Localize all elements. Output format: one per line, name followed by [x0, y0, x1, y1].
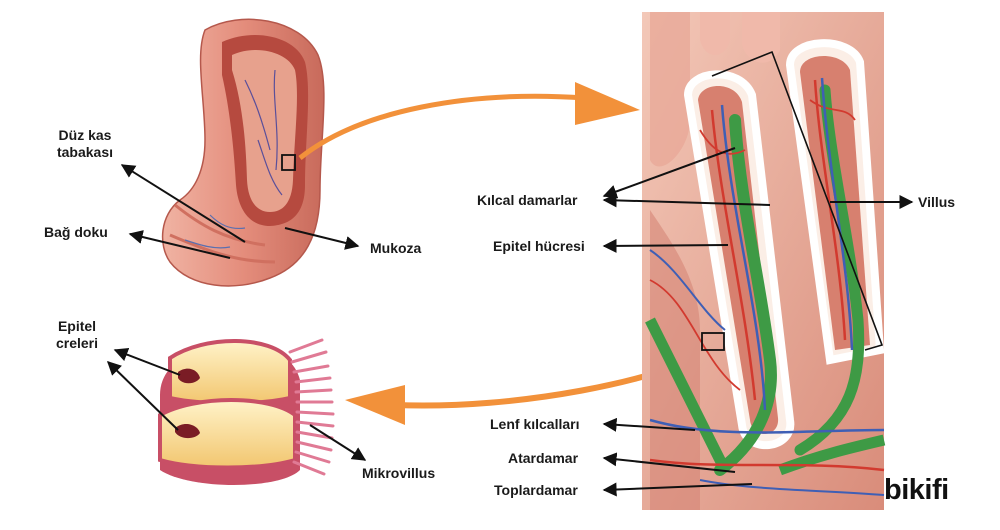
- label-arrows: [106, 147, 914, 497]
- villi-illustration: [642, 12, 886, 510]
- bikifi-logo: bikifi: [884, 474, 949, 506]
- label-mikrovillus: Mikrovillus: [362, 465, 436, 481]
- villus-bracket: [711, 50, 884, 351]
- arrow-head-right: [575, 82, 640, 125]
- label-villus: Villus: [918, 194, 956, 210]
- label-epitel-hucresi: Epitel hücresi: [493, 238, 585, 254]
- label-toplardamar: Toplardamar: [494, 482, 578, 498]
- label-atardamar: Atardamar: [508, 450, 579, 466]
- label-mukoza: Mukoza: [370, 240, 422, 256]
- label-bag-doku: Bağ doku: [44, 224, 108, 240]
- intestine-illustration: [161, 18, 325, 287]
- label-kilcal-damarlar: Kılcal damarlar: [477, 192, 578, 208]
- epithelial-cells-illustration: [158, 338, 335, 485]
- label-epitel-hucreleri: Epitel creleri: [55, 318, 99, 351]
- label-lenf-kilcallari: Lenf kılcalları: [490, 416, 580, 432]
- label-duz-kas: Düz kas tabakası: [56, 127, 114, 160]
- arrow-head-left: [345, 385, 405, 425]
- zoom-box-tube: [281, 154, 296, 171]
- zoom-box-villus: [701, 332, 725, 351]
